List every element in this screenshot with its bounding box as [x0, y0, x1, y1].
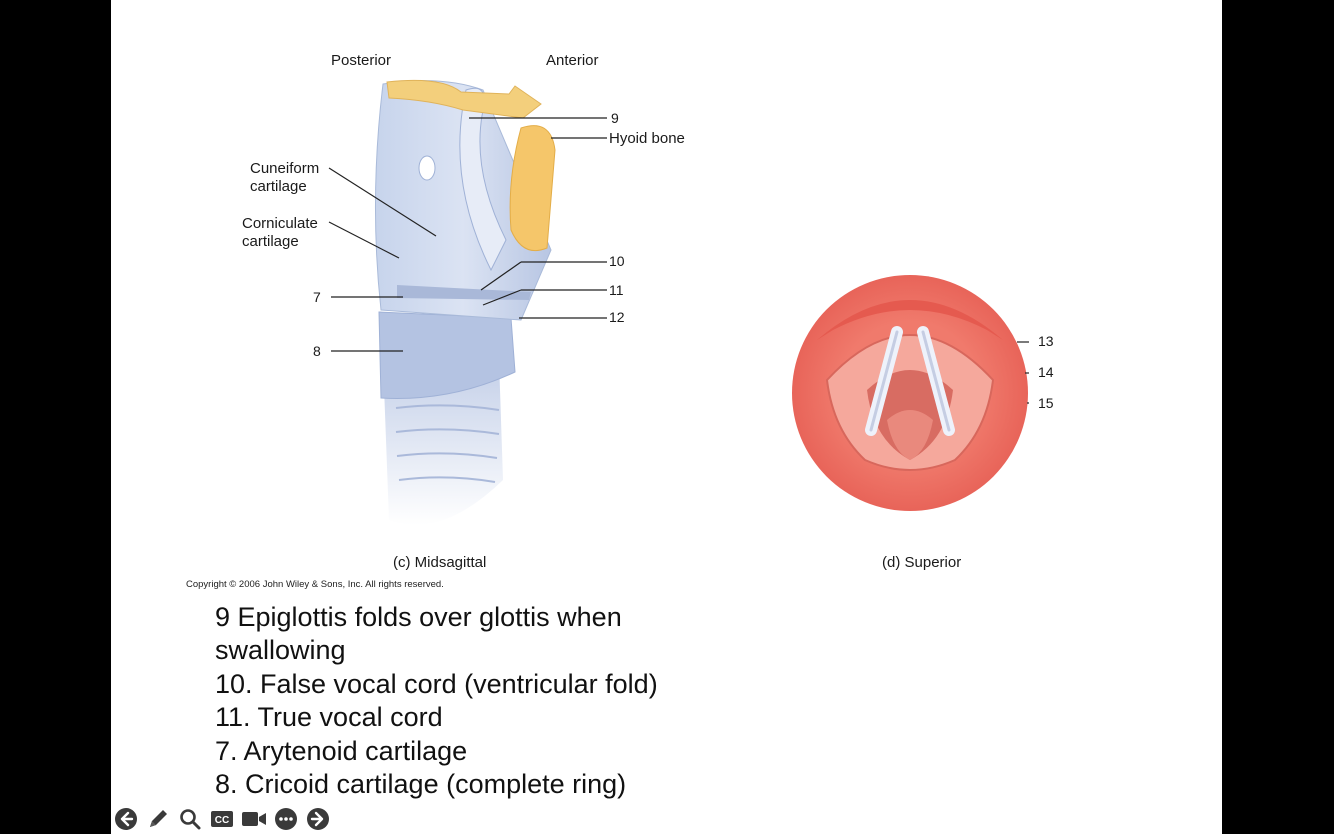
label-13: 13	[1038, 333, 1054, 349]
subtitles-button[interactable]: CC	[209, 806, 235, 832]
caption-superior: (d) Superior	[882, 554, 961, 571]
note-item: 10. False vocal cord (ventricular fold)	[215, 668, 735, 701]
slide: Posterior Anterior Cuneiform cartilage C…	[111, 0, 1222, 834]
more-options-button[interactable]	[273, 806, 299, 832]
note-item: 11. True vocal cord	[215, 701, 735, 734]
next-slide-button[interactable]	[305, 806, 331, 832]
previous-slide-button[interactable]	[113, 806, 139, 832]
presentation-toolbar: CC	[113, 806, 331, 832]
pen-icon	[146, 807, 170, 831]
zoom-button[interactable]	[177, 806, 203, 832]
video-camera-icon	[241, 807, 267, 831]
magnifier-icon	[178, 807, 202, 831]
arrow-left-icon	[114, 807, 138, 831]
arrow-right-icon	[306, 807, 330, 831]
caption-midsagittal: (c) Midsagittal	[393, 554, 486, 571]
leader-lines	[111, 0, 1222, 600]
label-15: 15	[1038, 395, 1054, 411]
pen-button[interactable]	[145, 806, 171, 832]
note-item: 9 Epiglottis folds over glottis when swa…	[215, 601, 735, 668]
note-item: 8. Cricoid cartilage (complete ring)	[215, 768, 735, 801]
camera-button[interactable]	[241, 806, 267, 832]
svg-text:CC: CC	[215, 815, 229, 826]
more-icon	[274, 807, 298, 831]
closed-caption-icon: CC	[210, 807, 234, 831]
notes-list: 9 Epiglottis folds over glottis when swa…	[215, 601, 735, 801]
note-item: 7. Arytenoid cartilage	[215, 735, 735, 768]
label-14: 14	[1038, 364, 1054, 380]
copyright-notice: Copyright © 2006 John Wiley & Sons, Inc.…	[186, 579, 444, 590]
